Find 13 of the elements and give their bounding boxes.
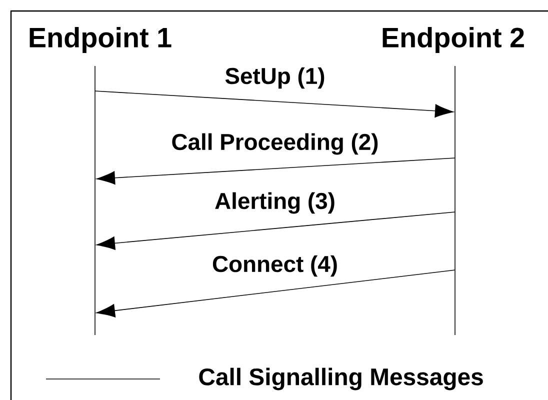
lifeline xyxy=(94,66,96,335)
endpoint-label: Endpoint 1 xyxy=(30,27,172,53)
message-arrow xyxy=(96,212,456,250)
message-label: SetUp (1) xyxy=(225,67,324,89)
message-label: Connect (4) xyxy=(212,255,337,277)
message-label: Alerting (3) xyxy=(215,192,334,214)
legend-text: Call Signalling Messages xyxy=(199,368,483,390)
message-label: Call Proceeding (2) xyxy=(172,133,378,155)
message-arrow xyxy=(96,158,456,185)
message-arrow xyxy=(94,90,454,118)
lifeline xyxy=(454,66,456,335)
endpoint-label: Endpoint 2 xyxy=(382,27,524,53)
message-arrow xyxy=(96,270,456,318)
